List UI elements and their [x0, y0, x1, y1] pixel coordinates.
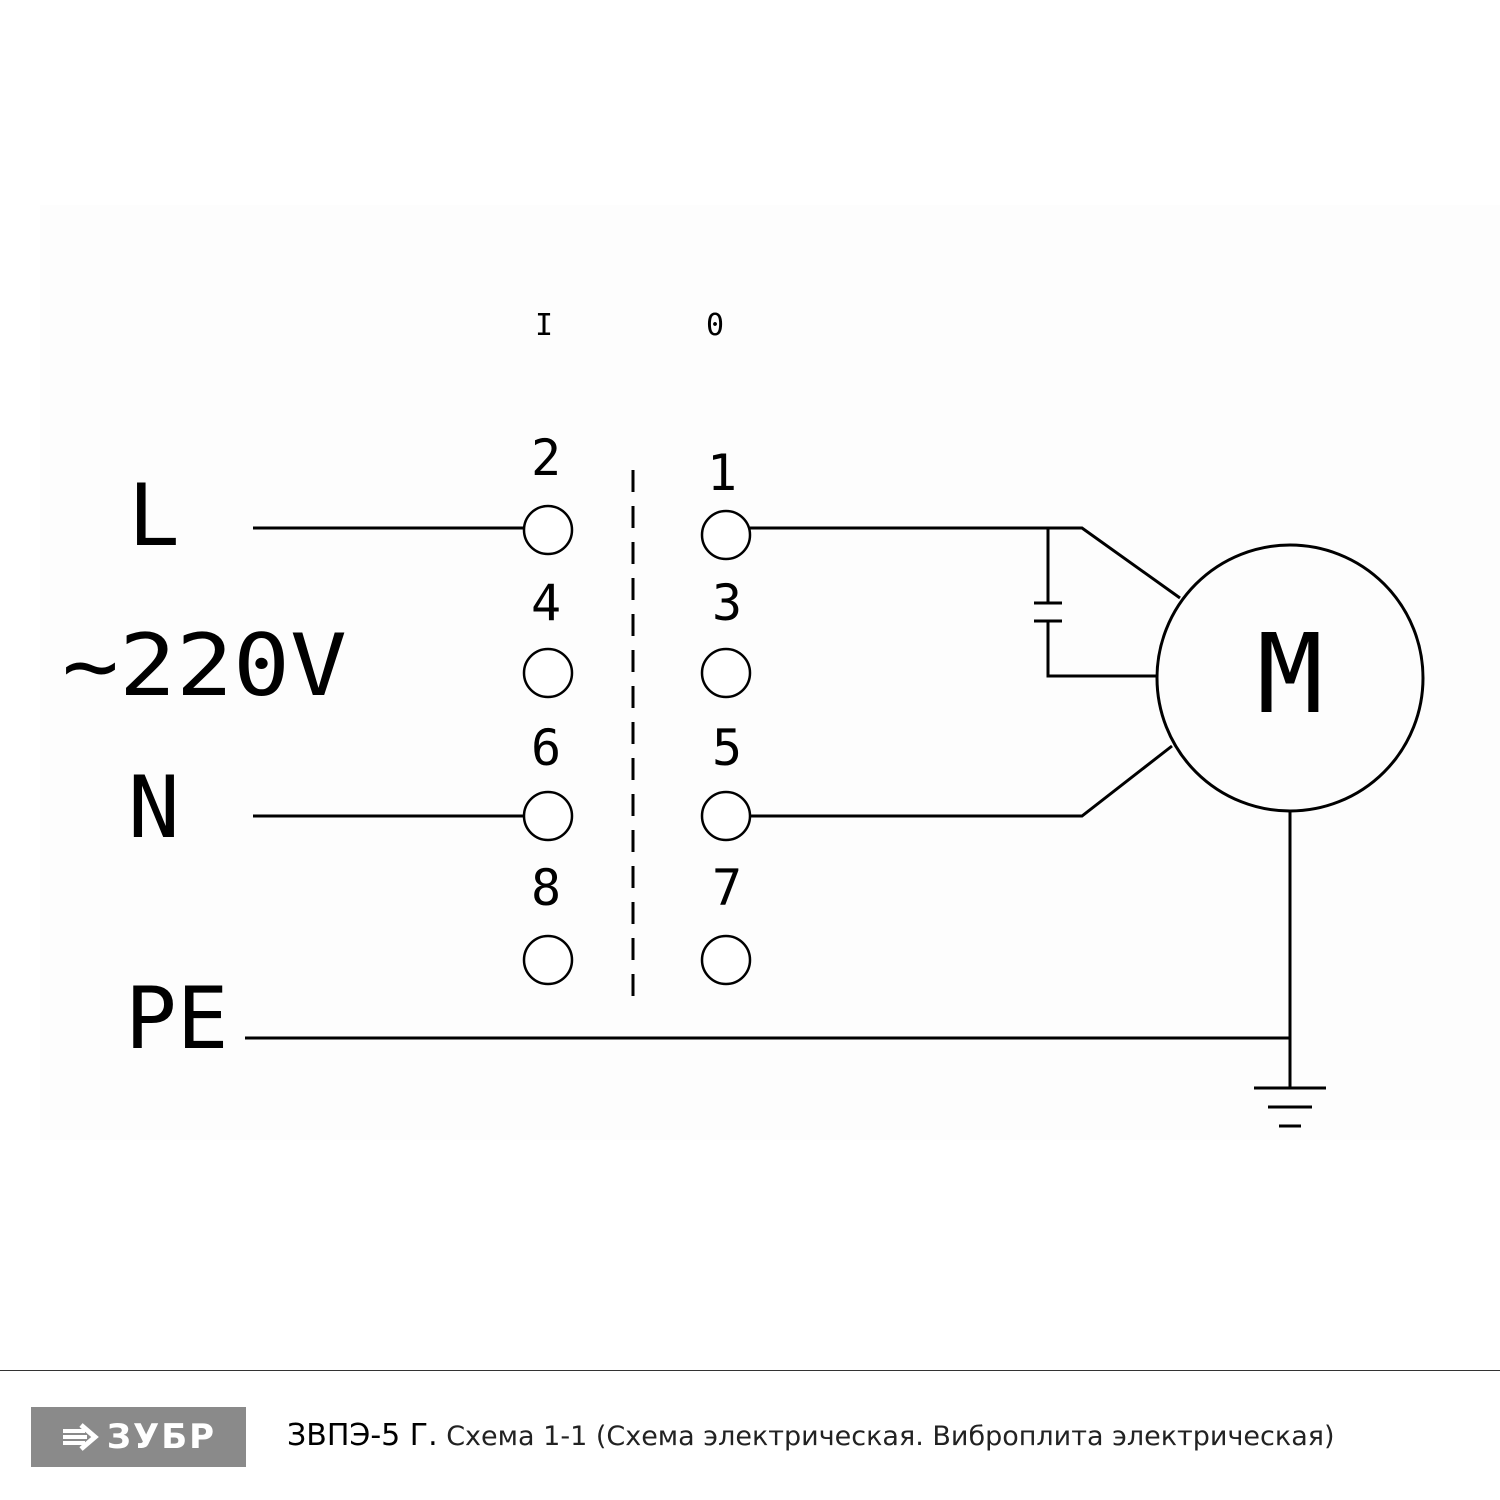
line-label: L [128, 466, 180, 566]
voltage-label: ~220V [62, 616, 347, 716]
model-name: ЗВПЭ-5 Г. [287, 1418, 438, 1453]
terminal-3 [700, 647, 752, 699]
terminal-5 [700, 790, 752, 842]
terminal-number: 4 [531, 574, 561, 632]
footer-caption: ЗВПЭ-5 Г. Схема 1-1 (Схема электрическая… [287, 1418, 1335, 1453]
terminal-8 [522, 934, 574, 986]
terminal-number: 2 [531, 429, 561, 487]
terminal-number: 7 [712, 859, 742, 917]
terminal-number: 8 [531, 859, 561, 917]
terminal-4 [522, 647, 574, 699]
terminal-1 [700, 509, 752, 561]
terminal-number: 3 [712, 574, 742, 632]
terminal-6 [522, 790, 574, 842]
arrow-right-icon [62, 1423, 99, 1451]
motor-feed-wire-5 [750, 744, 1173, 818]
terminal-7 [700, 934, 752, 986]
switch-position-on: I [535, 308, 553, 343]
terminal-number: 1 [707, 444, 737, 502]
neutral-label: N [128, 758, 180, 858]
terminal-2 [522, 504, 574, 556]
brand-logo: ЗУБР [31, 1407, 246, 1467]
diagram-background [40, 205, 1500, 1140]
motor-feed-wire-1 [750, 526, 1181, 600]
terminal-number: 6 [531, 719, 561, 777]
capacitor-lead-bottom [1046, 622, 1158, 678]
earth-label: PE [125, 969, 229, 1069]
caption-text: Схема 1-1 (Схема электрическая. Вибропли… [446, 1421, 1335, 1452]
terminal-number: 5 [712, 719, 742, 777]
footer-divider [0, 1370, 1500, 1371]
switch-position-off: 0 [706, 308, 724, 343]
motor-label: M [1257, 610, 1323, 738]
brand-name: ЗУБР [106, 1417, 217, 1457]
